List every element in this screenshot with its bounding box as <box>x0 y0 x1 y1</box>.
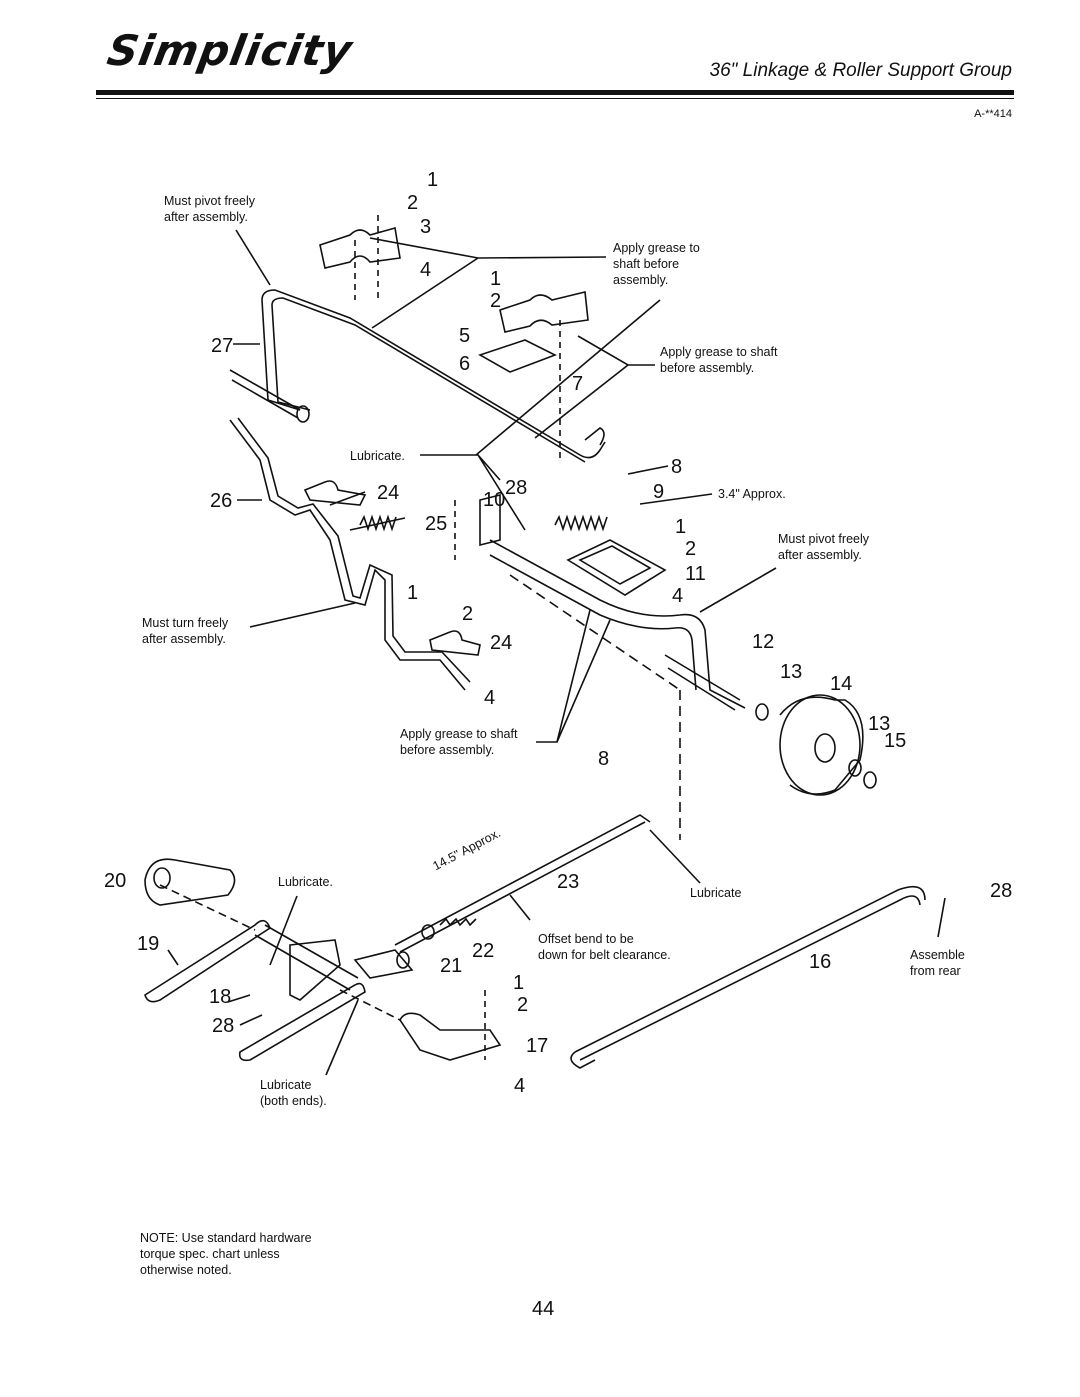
num-17: 17 <box>526 1035 548 1057</box>
callout-lubricate-3: Lubricate <box>690 886 742 900</box>
pivot-bar-27 <box>261 289 606 459</box>
num-1a: 1 <box>427 169 438 191</box>
num-1d: 1 <box>407 582 418 604</box>
num-2d: 2 <box>462 603 473 625</box>
callout-must-turn: Must turn freely after assembly. <box>142 616 229 646</box>
callout-approx-34: 3.4" Approx. <box>718 487 786 501</box>
torque-note: NOTE: Use standard hardware torque spec.… <box>140 1231 312 1277</box>
callout-must-pivot-right: Must pivot freely after assembly. <box>778 532 870 562</box>
num-15: 15 <box>884 730 906 752</box>
callout-assemble-rear: Assemble from rear <box>910 948 965 978</box>
num-18: 18 <box>209 986 231 1008</box>
num-2e: 2 <box>517 994 528 1016</box>
clamp-right <box>499 291 589 333</box>
num-22: 22 <box>472 940 494 962</box>
num-16: 16 <box>809 951 831 973</box>
num-24a: 24 <box>377 482 399 504</box>
num-12: 12 <box>752 631 774 653</box>
num-6: 6 <box>459 353 470 375</box>
bracket-21 <box>289 939 341 1001</box>
num-26: 26 <box>210 490 232 512</box>
callout-grease-low: Apply grease to shaft before assembly. <box>400 727 518 757</box>
num-28b: 28 <box>990 880 1012 902</box>
num-1e: 1 <box>513 972 524 994</box>
bracket-17 <box>399 1012 502 1061</box>
num-20: 20 <box>104 870 126 892</box>
num-28c: 28 <box>212 1015 234 1037</box>
num-8a: 8 <box>671 456 682 478</box>
callout-grease-mid: Apply grease to shaft before assembly. <box>660 345 778 375</box>
num-4c: 4 <box>484 687 495 709</box>
num-28a: 28 <box>505 477 527 499</box>
num-23: 23 <box>557 871 579 893</box>
link-19 <box>144 919 271 1003</box>
callout-lubricate-both: Lubricate (both ends). <box>260 1078 327 1108</box>
num-1b: 1 <box>490 268 501 290</box>
num-2b: 2 <box>490 290 501 312</box>
num-10: 10 <box>483 489 505 511</box>
num-3: 3 <box>420 216 431 238</box>
num-9: 9 <box>653 481 664 503</box>
rod-23 <box>394 814 651 946</box>
num-2c: 2 <box>685 538 696 560</box>
num-27: 27 <box>211 335 233 357</box>
header-rule <box>96 90 1014 95</box>
num-5: 5 <box>459 325 470 347</box>
link-20 <box>144 858 236 906</box>
num-25: 25 <box>425 513 447 535</box>
num-4d: 4 <box>514 1075 525 1097</box>
num-2a: 2 <box>407 192 418 214</box>
page-title: 36" Linkage & Roller Support Group <box>709 60 1012 81</box>
diagram-code: A-**414 <box>974 108 1012 120</box>
callout-must-pivot-top: Must pivot freely after assembly. <box>164 194 256 224</box>
rod-16 <box>579 895 921 1061</box>
shaft-12 <box>489 539 746 709</box>
num-8b: 8 <box>598 748 609 770</box>
num-14: 14 <box>830 673 852 695</box>
num-4b: 4 <box>672 585 683 607</box>
callout-lubricate-1: Lubricate. <box>350 449 405 463</box>
rod-26 <box>229 419 466 691</box>
clamp-top <box>319 226 401 269</box>
num-7: 7 <box>572 373 583 395</box>
num-4a: 4 <box>420 259 431 281</box>
roller-14 <box>779 694 861 796</box>
page-number: 44 <box>532 1298 555 1320</box>
num-1c: 1 <box>675 516 686 538</box>
num-11: 11 <box>685 563 706 585</box>
num-13b: 13 <box>868 713 890 735</box>
callout-offset-bend: Offset bend to be down for belt clearanc… <box>538 932 671 962</box>
num-24b: 24 <box>490 632 512 654</box>
num-19: 19 <box>137 933 159 955</box>
callout-grease-top: Apply grease to shaft before assembly. <box>613 241 700 287</box>
callout-lubricate-2: Lubricate. <box>278 875 333 889</box>
num-13a: 13 <box>780 661 802 683</box>
num-21: 21 <box>440 955 462 977</box>
header-rule-thin <box>96 98 1014 99</box>
